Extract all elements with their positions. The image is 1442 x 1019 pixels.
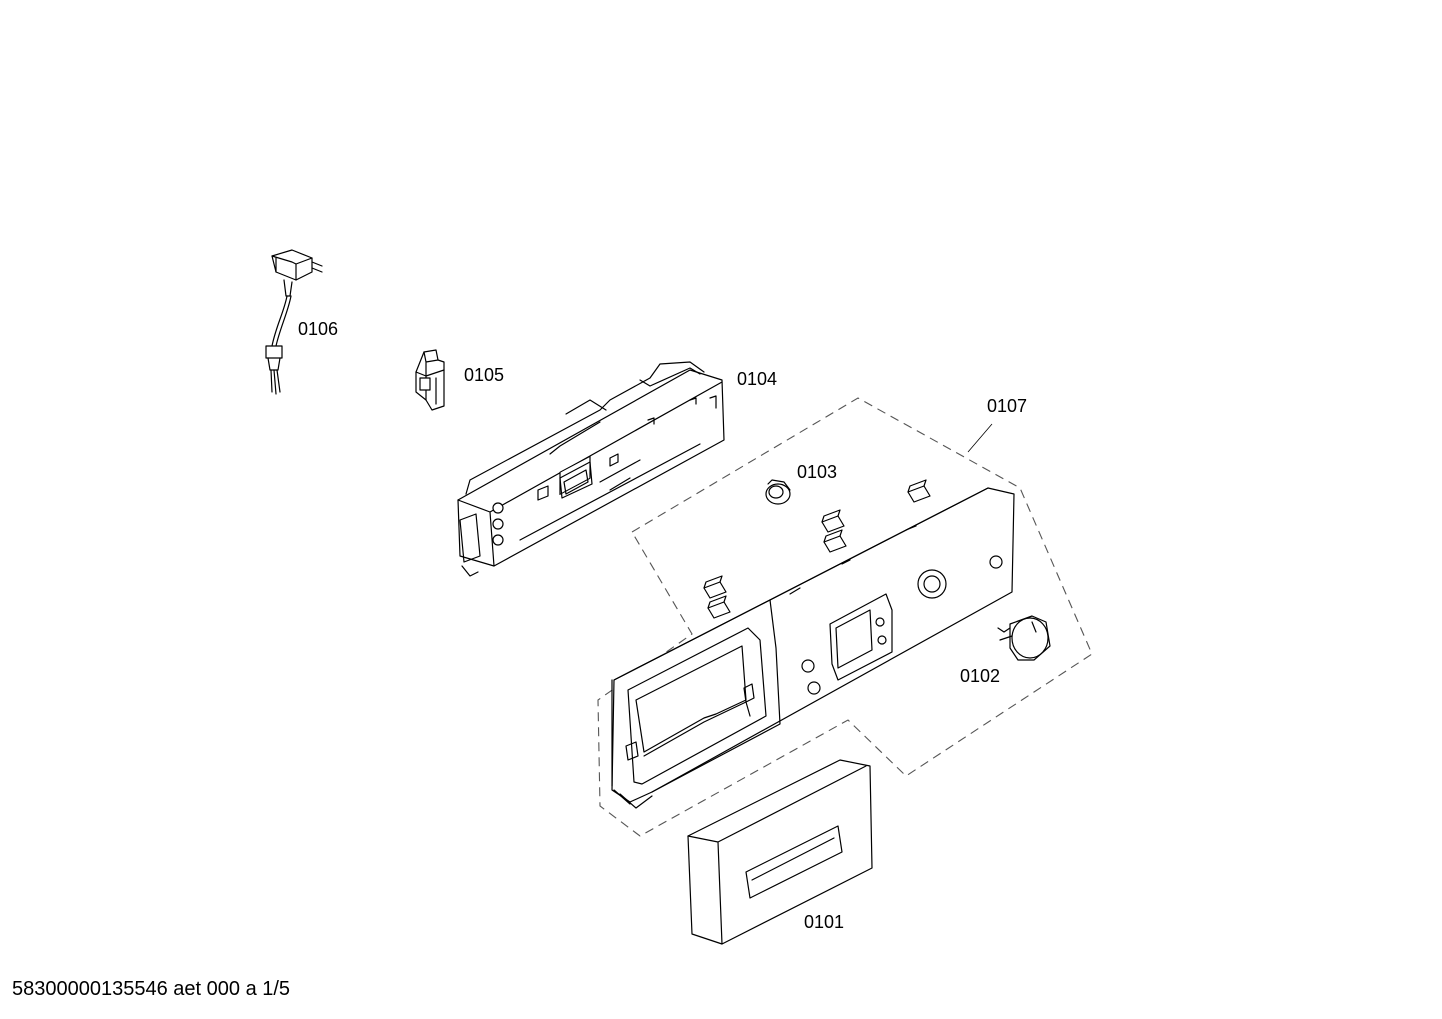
control-module <box>457 361 725 577</box>
rotary-knob <box>997 615 1051 661</box>
part-label-0103: 0103 <box>797 462 837 482</box>
power-cable-plug <box>265 249 323 395</box>
part-label-0102: 0102 <box>960 666 1000 686</box>
detergent-drawer-handle <box>687 759 873 945</box>
leader-line-0107 <box>967 423 993 453</box>
document-reference-footer: 58300000135546 aet 000 a 1/5 <box>12 978 291 1000</box>
part-label-0105: 0105 <box>464 365 504 385</box>
part-label-0107: 0107 <box>987 396 1027 416</box>
connector-switch <box>415 349 445 411</box>
assembly-boundary <box>597 397 1093 837</box>
part-label-0104: 0104 <box>737 369 777 389</box>
part-label-0106: 0106 <box>298 319 338 339</box>
knob-cap <box>765 479 791 505</box>
control-panel-fascia <box>611 487 1015 809</box>
part-label-0101: 0101 <box>804 912 844 932</box>
button-pins <box>703 479 931 619</box>
